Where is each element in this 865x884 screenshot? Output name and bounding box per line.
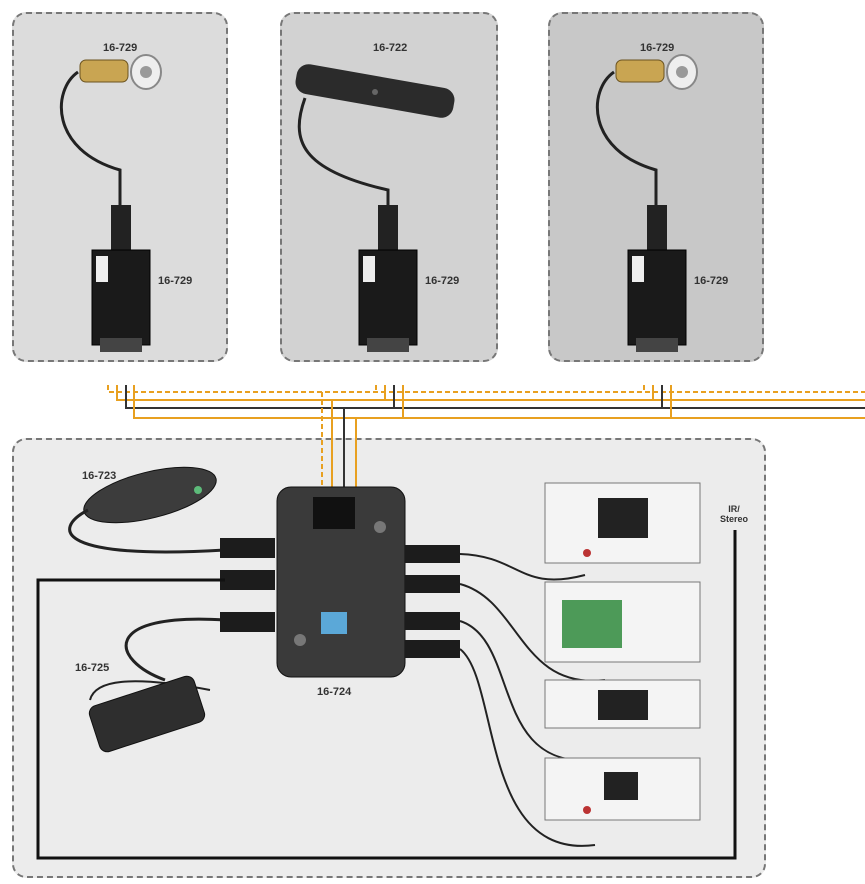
ir-stereo-label: IR/ Stereo <box>719 504 748 524</box>
panel-3-module <box>627 205 687 352</box>
power-adapter-label: 16-725 <box>75 662 110 674</box>
panel-3-sensor <box>595 54 698 205</box>
panel-1-module-label: 16-729 <box>158 275 193 287</box>
equipment-3 <box>544 679 701 729</box>
bus-lines <box>107 385 865 510</box>
equipment-1 <box>544 482 701 564</box>
panel-3-sensor-label: 16-729 <box>640 42 675 54</box>
hub-device <box>220 486 460 678</box>
remote-label: 16-723 <box>82 470 117 482</box>
output-cables <box>36 530 737 860</box>
power-adapter <box>88 617 226 753</box>
panel-1-sensor <box>59 54 162 205</box>
panel-2-sensor-label: 16-722 <box>373 42 408 54</box>
panel-1-sensor-label: 16-729 <box>103 42 138 54</box>
equipment-2 <box>544 581 701 663</box>
panel-2-module <box>358 205 418 352</box>
equipment-4 <box>544 757 701 821</box>
panel-1-module <box>91 205 151 352</box>
remote-control <box>68 466 226 554</box>
panel-2-sensor <box>295 64 455 205</box>
panel-2-module-label: 16-729 <box>425 275 460 287</box>
panel-3-module-label: 16-729 <box>694 275 729 287</box>
hub-label: 16-724 <box>317 686 352 698</box>
